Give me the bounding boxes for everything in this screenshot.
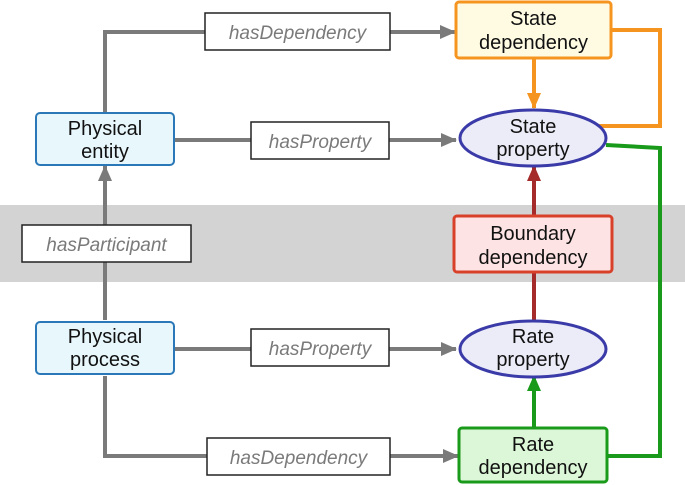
label-has-property-entity: hasProperty xyxy=(250,121,390,160)
node-physical-process-line1: Physical xyxy=(68,326,142,348)
node-rate-dependency[interactable]: Rate dependency xyxy=(457,426,609,484)
node-rate-property-line1: Rate xyxy=(512,326,554,348)
node-rate-property[interactable]: Rate property xyxy=(458,319,608,379)
node-state-dependency-line1: State xyxy=(510,8,557,30)
node-physical-process[interactable]: Physical process xyxy=(35,321,175,375)
node-physical-entity-line2: entity xyxy=(81,141,129,163)
label-has-property-process-text: hasProperty xyxy=(269,339,373,360)
node-state-dependency[interactable]: State dependency xyxy=(454,0,613,60)
node-physical-process-line2: process xyxy=(70,349,140,371)
node-boundary-dependency[interactable]: Boundary dependency xyxy=(452,214,614,274)
node-physical-entity-line1: Physical xyxy=(68,118,142,140)
node-state-property-line1: State xyxy=(510,116,557,138)
label-has-property-entity-text: hasProperty xyxy=(269,132,373,153)
node-rate-dependency-line2: dependency xyxy=(479,457,588,479)
node-rate-dependency-line1: Rate xyxy=(512,434,554,456)
label-has-dependency-bottom: hasDependency xyxy=(206,437,391,476)
node-state-property-line2: property xyxy=(496,139,569,161)
edge-state-dependency-loop xyxy=(598,28,662,128)
node-physical-entity[interactable]: Physical entity xyxy=(35,112,175,166)
node-boundary-dependency-line2: dependency xyxy=(479,247,588,269)
node-boundary-dependency-line1: Boundary xyxy=(490,223,576,245)
edge-state-property-to-rate-dependency xyxy=(605,143,662,458)
label-has-dependency-bottom-text: hasDependency xyxy=(230,448,369,469)
label-has-participant-text: hasParticipant xyxy=(46,235,167,256)
label-has-property-process: hasProperty xyxy=(250,328,390,367)
label-has-participant: hasParticipant xyxy=(21,224,192,263)
node-state-dependency-line2: dependency xyxy=(479,32,588,54)
node-rate-property-line2: property xyxy=(496,349,569,371)
label-has-dependency-top-text: hasDependency xyxy=(229,23,368,44)
node-state-property[interactable]: State property xyxy=(458,108,608,168)
label-has-dependency-top: hasDependency xyxy=(204,12,391,51)
